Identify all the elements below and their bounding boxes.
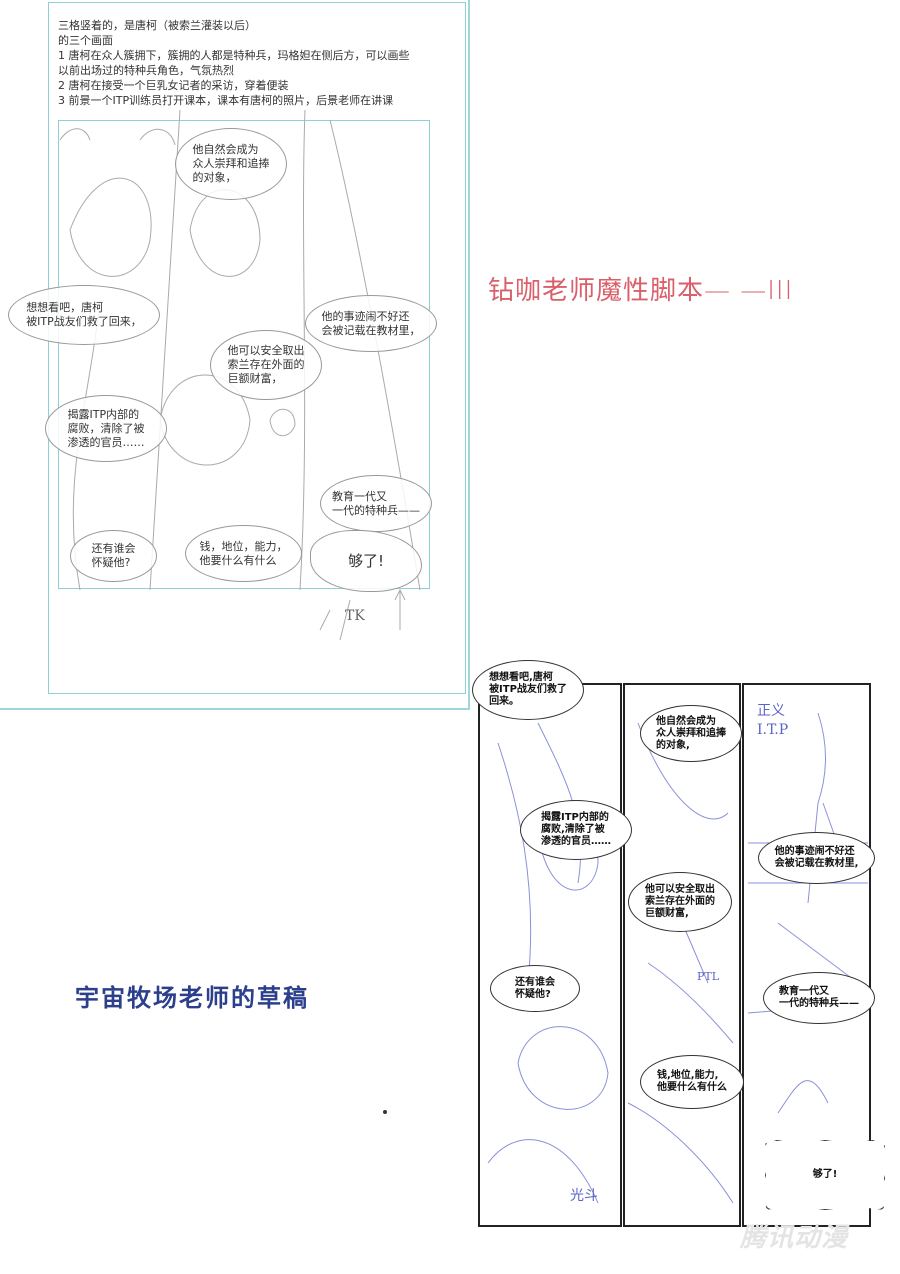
draft-bubble: 教育一代又 一代的特种兵—— <box>320 475 432 532</box>
blue-draft-title: 宇宙牧场老师的草稿 <box>75 984 309 1012</box>
board-text-itp: I.T.P <box>757 722 789 738</box>
final-bubble: 钱,地位,能力, 他要什么有什么 <box>640 1055 744 1109</box>
draft-bubble: 还有谁会 怀疑他? <box>70 530 157 582</box>
draft-bubble: 他的事迹闹不好还 会被记载在教材里， <box>305 295 437 352</box>
ink-dot <box>383 1110 387 1114</box>
note-line: 三格竖着的，是唐柯（被索兰灌装以后） <box>58 19 256 32</box>
watermark-text: 腾讯动漫 <box>740 1223 849 1253</box>
note-line: 1 唐柯在众人簇拥下，簇拥的人都是特种兵，玛格妲在侧后方，可以画些 <box>58 49 410 62</box>
final-panel-1 <box>478 683 622 1227</box>
red-script-title: 钻咖老师魔性脚本— —III <box>488 276 794 306</box>
final-shout-bubble: 够了! <box>765 1140 885 1210</box>
draft-bubble: 他可以安全取出 索兰存在外面的 巨额财富， <box>210 330 322 400</box>
draft-notes-frame <box>48 2 466 694</box>
draft-signature: TK <box>345 608 365 624</box>
board-text-justice: 正义 <box>757 703 785 719</box>
note-line: 3 前景一个ITP训练员打开课本，课本有唐柯的照片，后景老师在讲课 <box>58 94 394 107</box>
final-bubble: 他可以安全取出 索兰存在外面的 巨额财富, <box>628 872 732 932</box>
final-bubble: 想想看吧,唐柯 被ITP战友们救了 回来。 <box>472 660 584 720</box>
shirt-text: 光斗 <box>570 1188 598 1204</box>
final-bubble: 教育一代又 一代的特种兵—— <box>763 972 875 1024</box>
draft-sheet <box>0 0 470 710</box>
draft-bubble: 钱，地位，能力， 他要什么有什么 <box>185 525 302 582</box>
final-bubble: 还有谁会 怀疑他? <box>490 965 580 1012</box>
draft-panel-frame <box>58 120 430 589</box>
final-bubble: 揭露ITP内部的 腐败,清除了被 渗透的官员…… <box>520 800 632 860</box>
final-bubble: 他自然会成为 众人崇拜和追捧 的对象, <box>640 705 742 762</box>
note-line: 的三个画面 <box>58 34 113 47</box>
draft-bubble: 够了! <box>310 530 422 592</box>
final-panel-3 <box>742 683 871 1227</box>
watermark-logo: 腾讯动漫 <box>740 1217 848 1254</box>
final-bubble: 他的事迹闹不好还 会被记载在教材里, <box>758 832 875 884</box>
draft-bubble: 揭露ITP内部的 腐败，清除了被 渗透的官员…… <box>45 395 167 462</box>
draft-bubble: 想想看吧，唐柯 被ITP战友们救了回来， <box>8 285 160 345</box>
note-line: 2 唐柯在接受一个巨乳女记者的采访，穿着便装 <box>58 79 289 92</box>
draft-bubble: 他自然会成为 众人崇拜和追捧 的对象， <box>175 128 287 200</box>
note-line: 以前出场过的特种兵角色，气氛热烈 <box>58 64 234 77</box>
draft-notes: 三格竖着的，是唐柯（被索兰灌装以后） 的三个画面 1 唐柯在众人簇拥下，簇拥的人… <box>58 18 410 108</box>
final-panel-2 <box>623 683 741 1227</box>
book-text: PTL <box>697 970 720 983</box>
